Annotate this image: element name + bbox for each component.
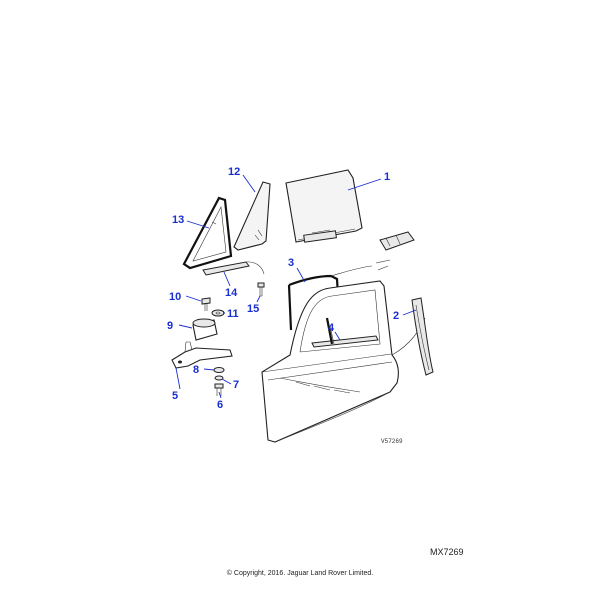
lower-channel	[202, 261, 265, 276]
callout-12: 12	[228, 166, 240, 178]
reference-code: MX7269	[430, 547, 464, 557]
screw-15	[257, 282, 265, 297]
callout-14: 14	[225, 287, 238, 299]
drawing-code: V57269	[381, 438, 403, 445]
quarter-glass	[233, 181, 271, 251]
washer-11	[211, 309, 225, 317]
bracket	[171, 341, 233, 369]
callout-8: 8	[193, 364, 199, 376]
washer-8	[213, 367, 225, 373]
door-shell	[261, 280, 426, 443]
callout-9: 9	[167, 320, 173, 332]
callout-7: 7	[233, 379, 239, 391]
door-frame-seal	[287, 259, 391, 343]
leader-lines	[175, 174, 417, 399]
runner-channel	[411, 297, 434, 376]
bolt-10	[201, 297, 211, 311]
buffer	[192, 318, 218, 341]
bolt-6	[214, 383, 224, 396]
callout-13: 13	[172, 214, 184, 226]
callout-10: 10	[169, 291, 181, 303]
waist-seal	[311, 317, 379, 348]
trim-piece	[379, 231, 415, 251]
callout-5: 5	[172, 390, 178, 402]
callout-1: 1	[384, 171, 390, 183]
door-glass	[285, 169, 363, 243]
washer-7	[214, 375, 224, 381]
callout-15: 15	[247, 303, 259, 315]
quarter-light-frame	[182, 196, 233, 270]
callout-4: 4	[328, 322, 335, 334]
callout-labels: 1 2 3 4 5 6 7 8 9 10 11 12 13 14 15	[167, 166, 399, 411]
callout-2: 2	[393, 310, 399, 322]
copyright-notice: © Copyright, 2016. Jaguar Land Rover Lim…	[226, 570, 374, 577]
callout-6: 6	[217, 399, 223, 411]
callout-11: 11	[227, 308, 239, 320]
callout-3: 3	[288, 257, 294, 269]
